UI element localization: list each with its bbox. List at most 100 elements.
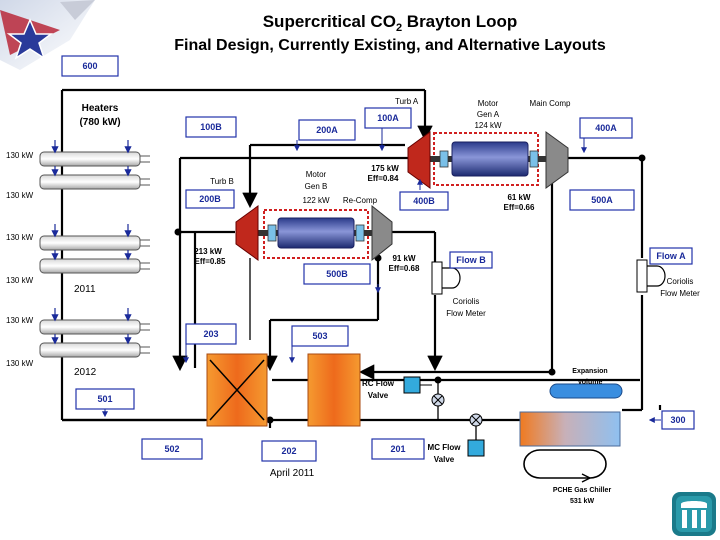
piping [60, 88, 662, 440]
re-comp-efficiency: Eff=0.68 [389, 264, 420, 273]
heater-1-power: 130 kW [6, 151, 34, 160]
motor-gen-b-line1: Motor [306, 170, 327, 179]
turbine-a [407, 131, 431, 189]
turb-a-label: Turb A [395, 97, 419, 106]
tag-500a: 500A [569, 189, 635, 211]
mc-valve-actuator [467, 439, 485, 457]
sandia-logo [672, 492, 716, 536]
coriolis-b-line2: Flow Meter [446, 309, 486, 318]
turb-b-label: Turb B [210, 177, 234, 186]
turb-b-efficiency: Eff=0.85 [195, 257, 226, 266]
tag-flow-a: Flow A [649, 247, 693, 265]
re-comp-label: Re-Comp [343, 196, 378, 205]
tag-500b: 500B [303, 263, 371, 285]
rc-valve-actuator [403, 376, 421, 394]
heater-4-power: 130 kW [6, 276, 34, 285]
svg-text:203: 203 [203, 329, 218, 339]
tag-400a: 400A [579, 117, 633, 139]
heater-6-power: 130 kW [6, 359, 34, 368]
year-2012-label: 2012 [74, 367, 97, 378]
svg-text:400A: 400A [595, 123, 617, 133]
mc-flow-valve: MC Flow Valve [428, 413, 485, 464]
svg-text:100B: 100B [200, 122, 222, 132]
heater-bank: Heaters (780 kW) 130 kW 130 kW 130 kW 13… [6, 103, 150, 378]
svg-text:200B: 200B [199, 194, 221, 204]
svg-text:Flow B: Flow B [456, 255, 486, 265]
april-2011-label: April 2011 [270, 468, 315, 479]
heater-3-power: 130 kW [6, 233, 34, 242]
heater-6 [39, 342, 141, 358]
tag-100a: 100A [364, 107, 412, 129]
heater-4 [39, 258, 141, 274]
generator-b [277, 217, 355, 249]
motor-gen-b-line2: Gen B [305, 182, 328, 191]
coriolis-flow-meter-b: Coriolis Flow Meter [431, 261, 486, 318]
tag-203: 203 [185, 323, 237, 345]
chiller-line2: 531 kW [570, 498, 595, 505]
tag-201: 201 [371, 438, 425, 460]
rc-flow-valve: RC Flow Valve [362, 376, 445, 407]
svg-text:500A: 500A [591, 195, 613, 205]
page-title: Supercritical CO2 Brayton Loop [263, 12, 518, 34]
coriolis-a-line1: Coriolis [667, 277, 694, 286]
mc-valve-line2: Valve [434, 455, 455, 464]
mc-valve-line1: MC Flow [428, 443, 462, 452]
generator-a [451, 141, 529, 177]
svg-text:400B: 400B [413, 196, 435, 206]
svg-text:202: 202 [281, 446, 296, 456]
station-tags: 600 100B 200A 100A 400A 200B 400B 500A 5… [61, 55, 695, 462]
tag-501: 501 [75, 388, 135, 410]
svg-text:503: 503 [312, 331, 327, 341]
low-temp-recuperator [307, 353, 361, 427]
main-comp-efficiency: Eff=0.66 [504, 203, 535, 212]
svg-text:502: 502 [164, 444, 179, 454]
gas-chiller: PCHE Gas Chiller 531 kW [519, 411, 621, 505]
page-subtitle: Final Design, Currently Existing, and Al… [174, 37, 606, 54]
heater-2 [39, 174, 141, 190]
expansion-volume: Expansion Volume [549, 368, 623, 399]
svg-text:600: 600 [82, 61, 97, 71]
motor-gen-a-line1: Motor [478, 99, 499, 108]
recuperators: April 2011 [206, 353, 361, 479]
motor-gen-a-power: 124 kW [474, 121, 502, 130]
svg-text:200A: 200A [316, 125, 338, 135]
heater-3 [39, 235, 141, 251]
turb-b-power: 213 kW [194, 247, 222, 256]
tag-600: 600 [61, 55, 119, 77]
re-compressor [371, 204, 393, 262]
coriolis-flow-meter-a: Coriolis Flow Meter [636, 259, 700, 298]
heater-5 [39, 319, 141, 335]
year-2011-label: 2011 [74, 284, 96, 295]
chiller-line1: PCHE Gas Chiller [553, 487, 612, 494]
rc-valve-line1: RC Flow [362, 379, 395, 388]
tag-100b: 100B [185, 116, 237, 138]
svg-text:201: 201 [390, 444, 405, 454]
svg-text:Flow A: Flow A [656, 251, 686, 261]
expansion-line2: Volume [578, 379, 603, 386]
tag-flow-b: Flow B [449, 251, 493, 269]
rc-valve-line2: Valve [368, 391, 389, 400]
main-comp-label: Main Comp [530, 99, 571, 108]
svg-text:300: 300 [670, 415, 685, 425]
coriolis-b-line1: Coriolis [453, 297, 480, 306]
coriolis-a-line2: Flow Meter [660, 289, 700, 298]
tag-200a: 200A [298, 119, 356, 141]
motor-gen-a-line2: Gen A [477, 110, 500, 119]
flag-star-logo [0, 0, 95, 70]
main-comp-power: 61 kW [507, 193, 531, 202]
turbine-b [235, 205, 259, 261]
turb-a-efficiency: Eff=0.84 [368, 174, 399, 183]
heaters-label: Heaters [82, 103, 119, 114]
main-compressor [545, 131, 569, 189]
re-comp-power: 91 kW [392, 254, 416, 263]
heater-1 [39, 151, 141, 167]
turb-a-power: 175 kW [371, 164, 399, 173]
heaters-power-label: (780 kW) [79, 117, 120, 128]
heater-2-power: 130 kW [6, 191, 34, 200]
pche-gas-chiller [519, 411, 621, 447]
tag-502: 502 [141, 438, 203, 460]
turbo-alternator-a: Turb A Motor Gen A 124 kW Main Comp 175 … [368, 97, 571, 212]
svg-text:500B: 500B [326, 269, 348, 279]
motor-gen-b-power: 122 kW [302, 196, 330, 205]
